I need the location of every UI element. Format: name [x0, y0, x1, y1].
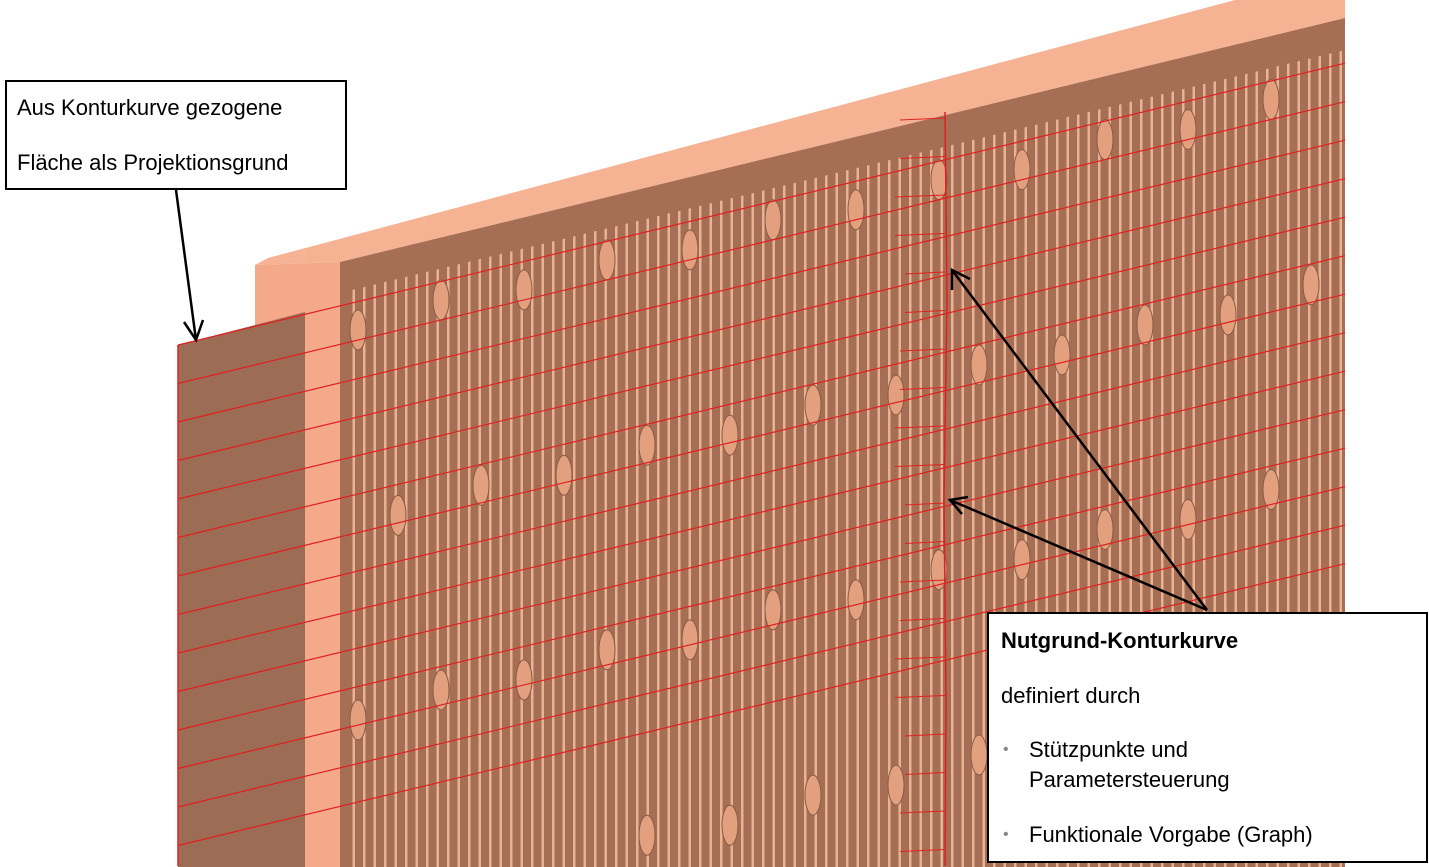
hole [1053, 334, 1071, 376]
hole [555, 454, 573, 496]
hole [598, 629, 616, 671]
support-point-tick [899, 579, 946, 583]
support-point-tick [899, 849, 946, 852]
support-point-tick [899, 387, 946, 390]
callout-line: Fläche als Projektionsgrund [17, 150, 289, 175]
hole [432, 279, 450, 321]
hole [847, 189, 865, 231]
contour-line [177, 62, 1346, 346]
arrowhead-left-icon [182, 319, 205, 343]
hole [930, 159, 948, 201]
hole [887, 764, 905, 806]
support-point-tick [894, 464, 946, 467]
bullet-item: • Funktionale Vorgabe (Graph) [1001, 820, 1313, 850]
projection-surface [178, 312, 305, 867]
contour-line [177, 332, 1346, 616]
hole [1096, 119, 1114, 161]
hole [1013, 539, 1031, 581]
hole [721, 804, 739, 846]
bullet-text: Stützpunkte und Parametersteuerung [1029, 737, 1230, 792]
contour-line [177, 524, 1346, 808]
groove-base-contour-curve [943, 111, 948, 867]
support-point-tick [904, 271, 946, 275]
hole [349, 699, 367, 741]
support-point-tick [899, 618, 946, 621]
arrowhead-lower-icon [947, 495, 969, 515]
hole [638, 424, 656, 466]
hole [472, 464, 490, 506]
contour-line [177, 255, 1346, 539]
contour-line [177, 409, 1346, 693]
hole [1136, 304, 1154, 346]
hole [764, 589, 782, 631]
hole [349, 309, 367, 351]
hole [1096, 509, 1114, 551]
support-point-tick [904, 502, 946, 506]
hole [1179, 499, 1197, 541]
hole [1262, 469, 1280, 511]
hole [598, 239, 616, 281]
support-point-tick [894, 194, 946, 198]
hole [970, 734, 988, 776]
contour-line [177, 563, 1346, 847]
hole [847, 579, 865, 621]
support-point-tick [899, 810, 946, 814]
arrow-lower [949, 498, 1208, 612]
support-point-tick [899, 156, 946, 159]
bullet-icon: • [1003, 826, 1009, 843]
hole [1013, 149, 1031, 191]
bullet-icon: • [1003, 741, 1009, 758]
contour-line [177, 178, 1346, 462]
callout-projection-surface: Aus Konturkurve gezogene Fläche als Proj… [5, 80, 347, 190]
hole [681, 229, 699, 271]
support-point-tick [899, 117, 946, 121]
callout-contour-curve: Nutgrund-Konturkurve definiert durch • St… [987, 612, 1428, 863]
hole [638, 814, 656, 856]
arrow-upper [951, 269, 1208, 611]
support-point-tick [904, 772, 946, 775]
hole [1302, 264, 1320, 306]
arrows [174, 189, 1208, 612]
support-point-tick [904, 733, 946, 737]
hole [515, 269, 533, 311]
support-point-tick [894, 656, 946, 660]
contour-line [177, 447, 1346, 731]
hole [764, 199, 782, 241]
callout-title: Nutgrund-Konturkurve [1001, 628, 1239, 653]
hole [887, 374, 905, 416]
hole [970, 344, 988, 386]
support-point-tick [904, 541, 946, 544]
hole [1219, 294, 1237, 336]
support-point-tick [899, 348, 946, 352]
hole [389, 494, 407, 536]
support-point-tick [904, 310, 946, 313]
support-point-tick [894, 233, 946, 236]
arrowhead-upper-icon [950, 267, 971, 290]
support-point-tick [894, 695, 946, 698]
contour-line [177, 293, 1346, 577]
contour-line [177, 139, 1346, 423]
contour-line [177, 101, 1346, 385]
hole [1179, 109, 1197, 151]
bullet-item: • Stützpunkte und Parametersteuerung [1001, 735, 1289, 795]
callout-subtitle: definiert durch [1001, 683, 1141, 708]
contour-line [177, 216, 1346, 500]
contour-line [177, 370, 1346, 654]
hole [515, 659, 533, 701]
hole [721, 414, 739, 456]
support-point-tick [894, 425, 946, 429]
slab-top-face [255, 0, 1345, 265]
hole [432, 669, 450, 711]
hole [804, 384, 822, 426]
hole [681, 619, 699, 661]
hole [1262, 79, 1280, 121]
arrow-left [174, 189, 198, 341]
bullet-text: Funktionale Vorgabe (Graph) [1029, 822, 1313, 847]
hole [804, 774, 822, 816]
callout-line: Aus Konturkurve gezogene [17, 95, 283, 120]
